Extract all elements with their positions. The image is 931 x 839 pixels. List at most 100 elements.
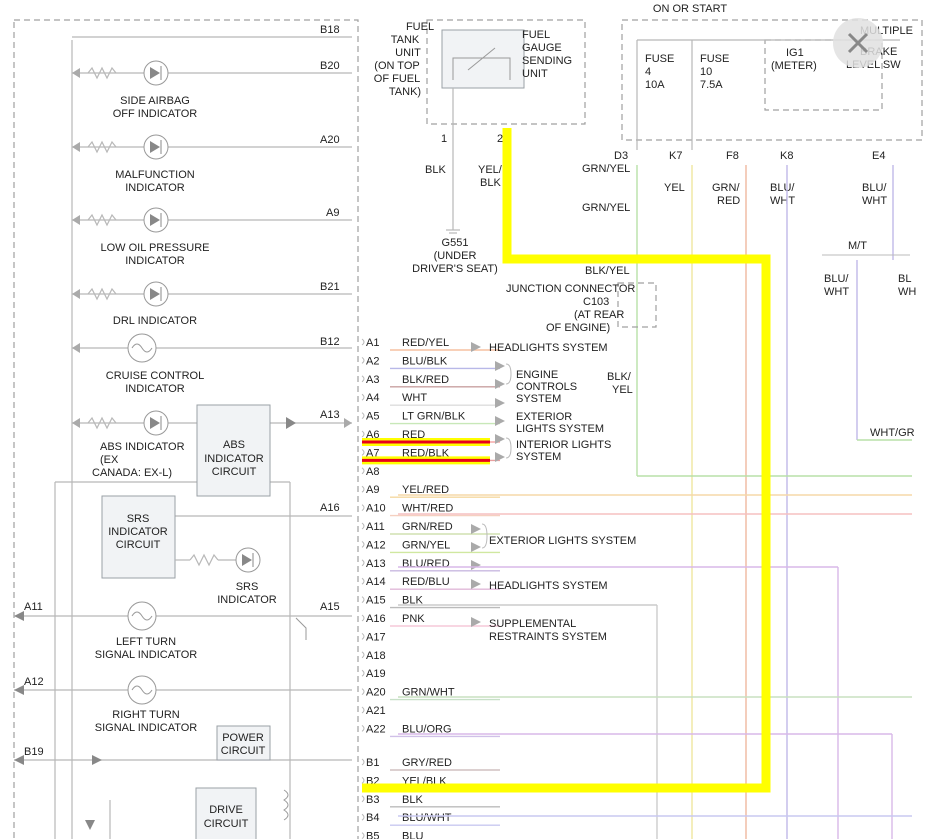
close-button[interactable] bbox=[833, 18, 883, 68]
system-srs-2: RESTRAINTS SYSTEM bbox=[489, 631, 607, 643]
fuse10-label-2: 10 bbox=[700, 66, 712, 78]
sending-label-2: GAUGE bbox=[522, 42, 562, 54]
pin-wire-label-b5: BLU bbox=[402, 831, 423, 839]
system-engine-2: CONTROLS bbox=[516, 381, 577, 393]
junction-label-2: C103 bbox=[583, 296, 609, 308]
pin-id-a5: A5 bbox=[366, 411, 379, 423]
srs-label: SRS bbox=[236, 581, 259, 593]
sending-label-4: UNIT bbox=[522, 68, 548, 80]
pin-wire-label-a16: PNK bbox=[402, 613, 425, 625]
sender-resistor-icon bbox=[452, 57, 511, 80]
fuse4-label: FUSE bbox=[645, 53, 674, 65]
ig1-label-2: (METER) bbox=[771, 60, 817, 72]
srs-circuit-label-3: CIRCUIT bbox=[116, 539, 161, 551]
mt-wire-b-2: WH bbox=[898, 286, 916, 298]
fuse-pin-e4: E4 bbox=[872, 150, 885, 162]
wire-label-e4-2: WHT bbox=[862, 195, 887, 207]
fuse-header: ON OR START bbox=[653, 3, 727, 15]
pin-wire-label-a15: BLK bbox=[402, 595, 423, 607]
pin-connector-icon bbox=[361, 832, 365, 839]
pin-id-b3: B3 bbox=[366, 794, 379, 806]
system-exterior: EXTERIOR bbox=[516, 411, 572, 423]
pin-wire-label-b3: BLK bbox=[402, 794, 423, 806]
srs-led-icon bbox=[175, 547, 261, 573]
ground-label: G551 bbox=[442, 237, 469, 249]
fuse-pin-k8: K8 bbox=[780, 150, 793, 162]
pin-wire-label-a3: BLK/RED bbox=[402, 374, 449, 386]
pin-id-a22: A22 bbox=[366, 723, 386, 735]
pin-id-a3: A3 bbox=[366, 374, 379, 386]
system-engine-3: SYSTEM bbox=[516, 393, 561, 405]
system-engine: ENGINE bbox=[516, 369, 558, 381]
fuse-pin-d3: D3 bbox=[614, 150, 628, 162]
system-exterior-2: LIGHTS SYSTEM bbox=[516, 423, 604, 435]
fuse-pin-k7: K7 bbox=[669, 150, 682, 162]
right-turn-label-2: SIGNAL INDICATOR bbox=[95, 722, 198, 734]
fuel-gauge-sender-box bbox=[441, 29, 525, 89]
pin-id-a2: A2 bbox=[366, 355, 379, 367]
fuel-tank-label-6: TANK) bbox=[389, 86, 421, 98]
junction-label: JUNCTION CONNECTOR bbox=[506, 283, 635, 295]
pin-connector-icon bbox=[361, 725, 365, 732]
fuse4-label-2: 4 bbox=[645, 66, 651, 78]
power-circuit-label-2: CIRCUIT bbox=[221, 745, 266, 757]
junction-wire-bottom-2: YEL bbox=[612, 384, 633, 396]
pin-connector-icon bbox=[361, 541, 365, 548]
low-oil-label-2: INDICATOR bbox=[125, 255, 185, 267]
pin-connector-icon bbox=[361, 777, 365, 784]
arrow-left-icon bbox=[72, 215, 80, 225]
pin-id-a11: A11 bbox=[366, 521, 385, 533]
fuel-pin-2: 2 bbox=[497, 133, 503, 145]
system-headlights: HEADLIGHTS SYSTEM bbox=[489, 342, 608, 354]
gauge-control-module-outline bbox=[13, 19, 359, 839]
fuel-wire-yelblk-2: BLK bbox=[480, 177, 501, 189]
fuse10-label: FUSE bbox=[700, 53, 729, 65]
mt-wire-a-2: WHT bbox=[824, 286, 849, 298]
pin-id-a9: A9 bbox=[366, 484, 379, 496]
diode-icon bbox=[286, 417, 296, 429]
fuse-pin-f8: F8 bbox=[726, 150, 739, 162]
side-airbag-label-2: OFF INDICATOR bbox=[113, 108, 198, 120]
abs-circuit-label: ABS bbox=[223, 439, 245, 451]
connector-label-b18: B18 bbox=[320, 24, 340, 36]
pin-id-a13: A13 bbox=[366, 558, 386, 570]
pin-wire-label-b1: GRY/RED bbox=[402, 757, 452, 769]
abs-indicator-circuit-box bbox=[196, 404, 271, 497]
pin-wire-label-a9: YEL/RED bbox=[402, 484, 449, 496]
junction-connector-c103 bbox=[617, 282, 657, 328]
abs-label-3: CANADA: EX-L) bbox=[92, 467, 172, 479]
connector-label-b19: B19 bbox=[24, 746, 44, 758]
close-x-icon bbox=[847, 32, 869, 54]
srs-indicator-circuit-box bbox=[101, 495, 176, 579]
system-interior-2: SYSTEM bbox=[516, 451, 561, 463]
arrow-left-icon bbox=[72, 343, 80, 353]
connector-label-a11: A11 bbox=[24, 601, 43, 613]
pin-connector-icon bbox=[361, 559, 365, 567]
srs-circuit-label-2: INDICATOR bbox=[108, 526, 168, 538]
cruise-label-2: INDICATOR bbox=[125, 383, 185, 395]
pin-wire-label-a12: GRN/YEL bbox=[402, 539, 450, 551]
fuse10-label-3: 7.5A bbox=[700, 79, 723, 91]
pin-wire-label-a13: BLU/RED bbox=[402, 558, 450, 570]
switch-icon bbox=[295, 617, 307, 640]
system-headlights-2nd: HEADLIGHTS SYSTEM bbox=[489, 580, 608, 592]
connector-label-a12: A12 bbox=[24, 676, 44, 688]
drive-circuit-label: DRIVE bbox=[209, 804, 243, 816]
arrow-left-icon bbox=[14, 685, 24, 695]
arrow-right-icon bbox=[344, 418, 352, 428]
wire-label-d3b: GRN/YEL bbox=[582, 202, 630, 214]
pin-connector-icon bbox=[361, 449, 365, 456]
left-turn-label-2: SIGNAL INDICATOR bbox=[95, 649, 198, 661]
malfunction-led-icon bbox=[87, 134, 169, 160]
abs-led-icon bbox=[87, 410, 169, 436]
pin-connector-icon bbox=[361, 467, 365, 475]
brace-icon bbox=[505, 437, 512, 459]
wire-label-f8-2: RED bbox=[717, 195, 740, 207]
pin-id-a14: A14 bbox=[366, 576, 386, 588]
system-arrows bbox=[471, 342, 505, 627]
pin-id-a4: A4 bbox=[366, 392, 379, 404]
pin-connector-icon bbox=[361, 813, 365, 821]
junction-label-4: OF ENGINE) bbox=[546, 322, 610, 334]
